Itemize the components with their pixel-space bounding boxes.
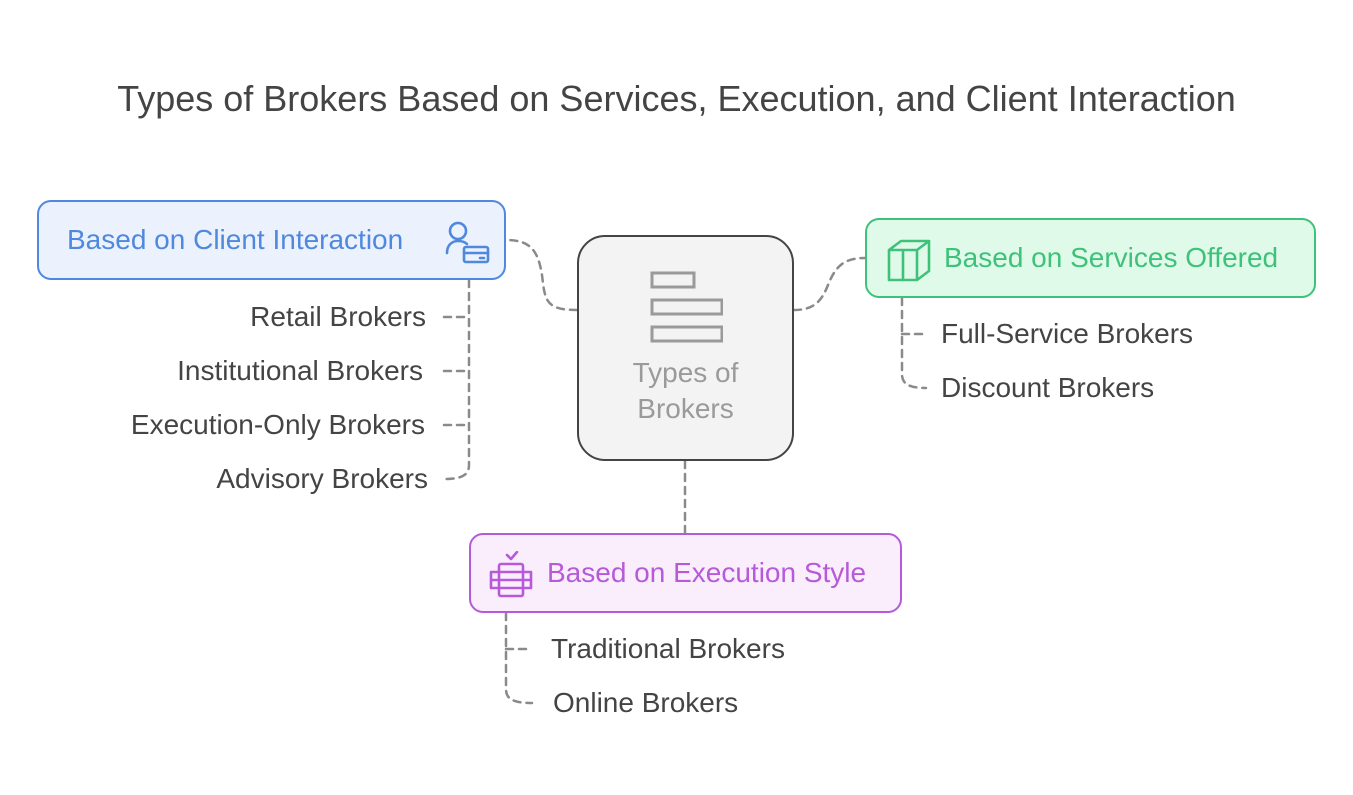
client-interaction-label: Based on Client Interaction: [67, 224, 404, 255]
connector-client-trunk: [442, 278, 471, 481]
box-icon: [885, 238, 933, 289]
client-item-advisory: Advisory Brokers: [216, 463, 428, 494]
client-item-retail: Retail Brokers: [250, 301, 426, 332]
services-item-full-service: Full-Service Brokers: [941, 318, 1194, 349]
diagram-title: Types of Brokers Based on Services, Exec…: [117, 78, 1236, 119]
execution-style-node: Based on Execution Style: [469, 533, 902, 613]
server-rack-icon: [487, 550, 535, 604]
connector-execution-trunk: [504, 611, 534, 705]
connector-center-services: [792, 256, 867, 312]
client-item-execution-only: Execution-Only Brokers: [130, 409, 425, 440]
client-item-institutional: Institutional Brokers: [177, 355, 423, 386]
services-offered-node: Based on Services Offered: [865, 218, 1316, 298]
services-offered-label: Based on Services Offered: [944, 242, 1279, 273]
center-label-line2: Brokers: [637, 393, 734, 424]
center-label: Types of Brokers: [579, 355, 792, 427]
client-interaction-node: Based on Client Interaction: [37, 200, 506, 280]
connector-center-client: [504, 238, 579, 312]
execution-item-online: Online Brokers: [553, 687, 739, 718]
user-card-icon: [444, 220, 490, 271]
list-bars-icon: [647, 269, 724, 348]
services-item-discount: Discount Brokers: [941, 372, 1155, 403]
center-node: Types of Brokers: [577, 235, 794, 461]
execution-style-label: Based on Execution Style: [547, 557, 867, 588]
execution-item-traditional: Traditional Brokers: [551, 633, 785, 664]
center-label-line1: Types of: [632, 357, 739, 388]
connector-services-trunk: [900, 296, 928, 390]
